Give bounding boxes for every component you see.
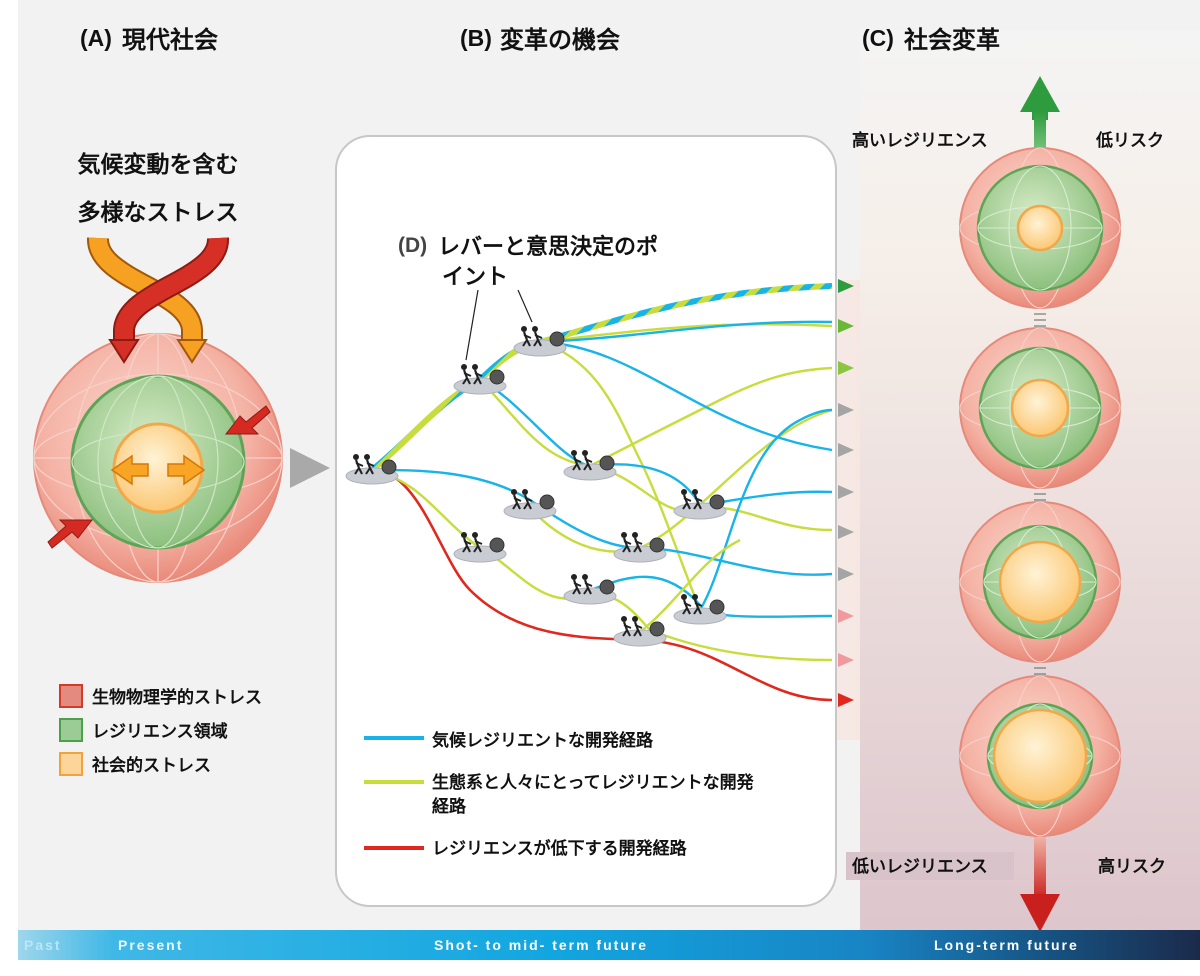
legend-biophysical-label: 生物物理学的ストレス	[92, 687, 262, 708]
pathway-end-arrows	[838, 279, 854, 707]
lever-node	[673, 594, 727, 625]
lever-label-line2: イント	[442, 265, 508, 290]
stress-label-line2: 多様なストレス	[78, 199, 239, 226]
legend-ecosystem-label: 生態系と人々にとってレジリエントな開発	[432, 772, 755, 793]
pathway-end-arrow	[838, 653, 854, 667]
panel-a-title: 現代社会	[122, 26, 218, 54]
lever-nodes	[345, 326, 727, 647]
pathway-end-arrow	[838, 403, 854, 417]
legend-a: 生物物理学的ストレス レジリエンス領域 社会的ストレス	[59, 684, 262, 776]
timeline-long-term: Long-term future	[934, 937, 1079, 953]
legend-social-swatch	[59, 752, 83, 776]
lever-node	[613, 532, 667, 563]
timeline-present: Present	[118, 937, 183, 953]
legend-resilience-label: レジリエンス領域	[92, 721, 228, 742]
legend-social-label: 社会的ストレス	[91, 755, 211, 776]
climate-stress-arrows	[87, 236, 229, 364]
scale-low-resilience: 低いレジリエンス	[851, 856, 988, 877]
timeline-mid-term: Shot- to mid- term future	[434, 937, 648, 953]
lever-node	[563, 574, 617, 605]
panel-b-box	[335, 135, 837, 907]
lever-node	[513, 326, 567, 357]
timeline-past: Past	[24, 937, 62, 953]
pathway-end-arrow	[838, 485, 854, 499]
panel-b-letter: (B)	[460, 25, 492, 51]
scale-high-risk: 高リスク	[1098, 856, 1166, 877]
legend-climate-label: 気候レジリエントな開発経路	[431, 730, 654, 751]
pathway-end-arrow	[838, 279, 854, 293]
timeline-bar	[18, 930, 1200, 960]
panel-c-letter: (C)	[862, 25, 894, 51]
pathway-end-arrow	[838, 319, 854, 333]
legend-resilience-swatch	[59, 718, 83, 742]
stress-label-line1: 気候変動を含む	[78, 151, 239, 178]
lever-node	[453, 364, 507, 395]
lever-node	[345, 454, 399, 485]
pathway-end-arrow	[838, 567, 854, 581]
lever-label-letter: (D)	[398, 234, 427, 257]
social-stress-arrows	[110, 454, 206, 486]
panel-c-title: 社会変革	[904, 26, 1000, 54]
biophysical-stress-arrows	[47, 405, 271, 549]
society-globe	[959, 501, 1121, 663]
pathway-end-arrow	[838, 525, 854, 539]
down-arrow	[1020, 894, 1060, 932]
lever-node	[453, 532, 507, 563]
panel-b-title: 変革の機会	[500, 26, 620, 54]
legend-biophysical-swatch	[59, 684, 83, 708]
lever-node	[563, 450, 617, 481]
society-globe	[959, 327, 1121, 489]
pathway-end-arrow	[838, 609, 854, 623]
legend-decline-label: レジリエンスが低下する開発経路	[432, 838, 688, 859]
panel-a-letter: (A)	[80, 25, 112, 51]
up-arrow	[1020, 76, 1060, 112]
society-globe	[959, 675, 1121, 837]
lever-label-line1: レバーと意思決定のポ	[438, 234, 658, 260]
society-globe	[959, 147, 1121, 309]
pathway-end-arrow	[838, 361, 854, 375]
pathway-end-arrow	[838, 693, 854, 707]
society-globes	[959, 147, 1121, 837]
scale-high-resilience: 高いレジリエンス	[852, 130, 988, 151]
legend-b: 気候レジリエントな開発経路 生態系と人々にとってレジリエントな開発 経路 レジリ…	[364, 730, 755, 859]
lever-node	[503, 489, 557, 520]
scale-low-risk: 低リスク	[1095, 130, 1164, 151]
legend-ecosystem-label-2: 経路	[432, 796, 467, 817]
transition-arrow	[290, 448, 330, 488]
pathway-end-arrow	[838, 443, 854, 457]
current-society-globe	[33, 333, 283, 583]
lever-node	[673, 489, 727, 520]
lever-callout-lines	[465, 289, 533, 361]
low-resilience-highlight	[846, 852, 1014, 880]
lever-node	[613, 616, 667, 647]
